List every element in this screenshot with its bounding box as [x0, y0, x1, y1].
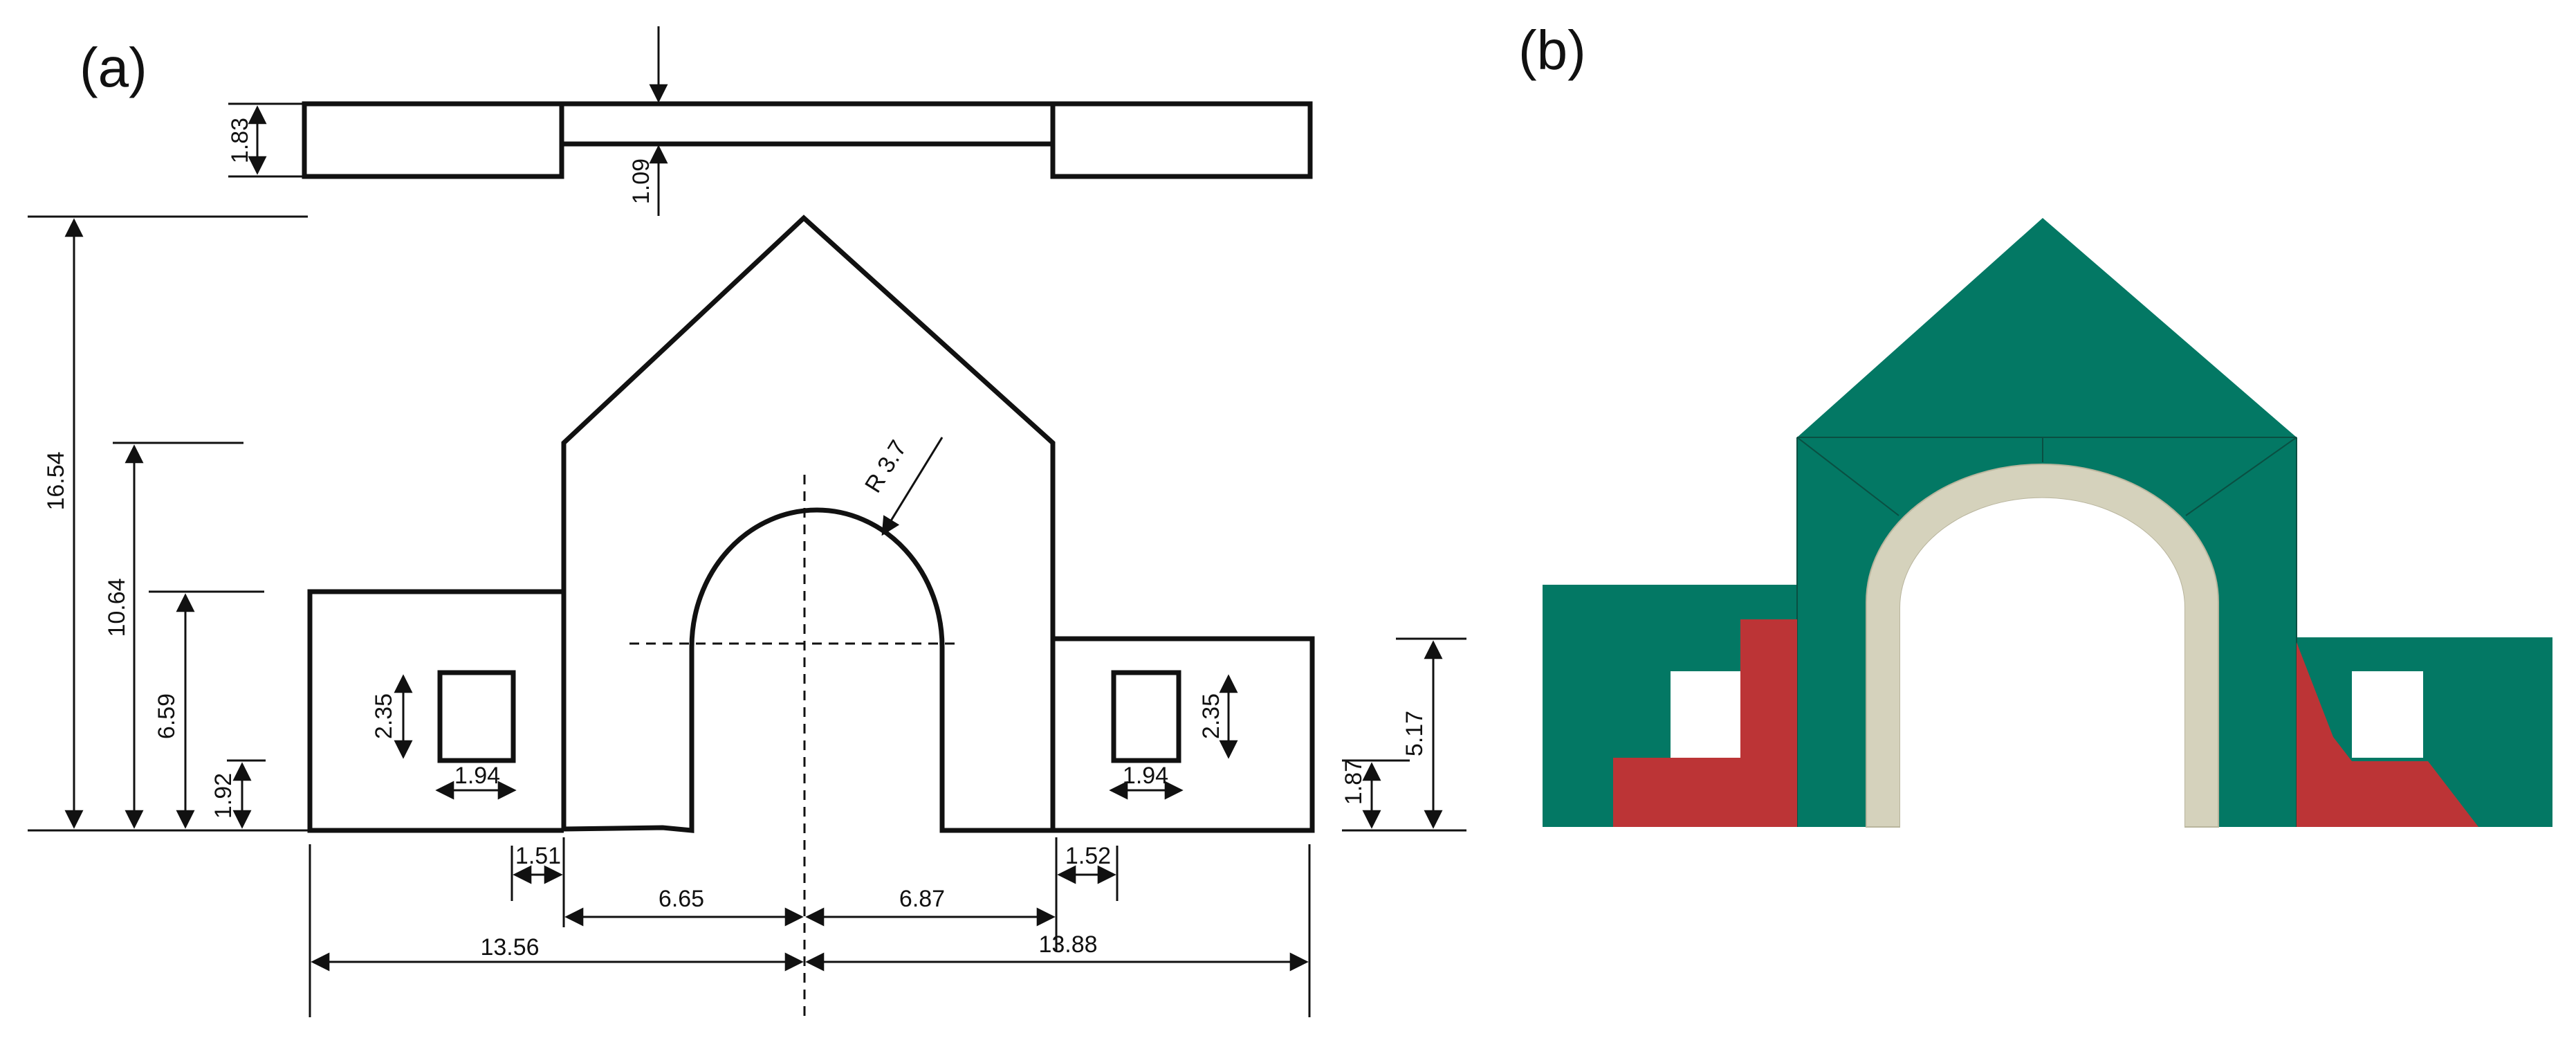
dim-center-halves: 6.65 6.87 — [564, 886, 1056, 927]
dim-left-wing-height: 6.59 — [149, 590, 264, 829]
svg-text:1.52: 1.52 — [1065, 843, 1111, 869]
svg-text:2.35: 2.35 — [371, 693, 397, 739]
dim-plan-thickness: 1.83 — [227, 102, 304, 178]
svg-text:R 3.7: R 3.7 — [860, 436, 912, 498]
svg-text:1.09: 1.09 — [628, 158, 654, 204]
dim-arch-radius: R 3.7 — [860, 436, 944, 536]
dim-shoulder-height: 10.64 — [104, 441, 243, 829]
svg-text:1.94: 1.94 — [1123, 763, 1168, 789]
left-wing-outline — [307, 589, 564, 833]
dim-totals: 13.56 13.88 — [309, 844, 1311, 1017]
plan-right-block — [1050, 101, 1313, 179]
colored-model — [1543, 218, 2552, 830]
left-window — [437, 670, 516, 763]
central-body-outline — [561, 215, 1056, 833]
right-window — [1111, 670, 1181, 763]
panel-b: (b) — [1518, 19, 2552, 830]
plan-left-block — [302, 101, 564, 179]
dim-plan-center-thickness: 1.09 — [628, 26, 668, 216]
dim-right-wing-height: 5.17 — [1396, 637, 1466, 829]
svg-text:6.65: 6.65 — [659, 886, 704, 912]
dim-right-sill-height: 1.87 — [1341, 759, 1466, 832]
panel-a: (a) 1.83 1.09 — [28, 26, 1466, 1021]
svg-text:1.51: 1.51 — [515, 843, 561, 869]
right-window-opening — [2352, 671, 2423, 758]
plan-center-slab — [559, 101, 1056, 147]
svg-text:2.35: 2.35 — [1198, 693, 1224, 739]
svg-text:1.92: 1.92 — [210, 773, 237, 819]
svg-text:13.88: 13.88 — [1038, 931, 1097, 958]
svg-text:1.94: 1.94 — [454, 763, 500, 789]
svg-text:10.64: 10.64 — [104, 578, 130, 637]
dim-left-sill-height: 1.92 — [210, 759, 266, 829]
svg-text:16.54: 16.54 — [43, 451, 69, 510]
arch-opening — [1900, 498, 2184, 830]
panel-b-label: (b) — [1518, 19, 1586, 81]
dim-right-pier-width: 1.52 — [1055, 837, 1119, 952]
svg-text:1.87: 1.87 — [1341, 759, 1367, 805]
damage-right — [2297, 642, 2478, 827]
svg-text:1.83: 1.83 — [227, 118, 253, 163]
dim-left-pier-width: 1.51 — [510, 837, 565, 927]
svg-text:6.59: 6.59 — [154, 693, 180, 739]
dim-left-window: 2.35 1.94 — [371, 674, 517, 800]
svg-text:5.17: 5.17 — [1401, 711, 1428, 756]
panel-a-label: (a) — [80, 37, 147, 98]
dim-right-window: 2.35 1.94 — [1109, 674, 1238, 800]
front-elevation: R 3.7 16.54 10.64 6.59 — [28, 215, 1466, 1021]
dim-overall-height: 16.54 — [28, 215, 310, 832]
svg-text:6.87: 6.87 — [899, 886, 945, 912]
left-window-opening — [1671, 671, 1740, 758]
right-wing-outline — [1053, 636, 1315, 833]
damage-left — [1613, 619, 1797, 827]
svg-text:13.56: 13.56 — [480, 934, 539, 960]
plan-view: 1.83 1.09 — [227, 26, 1313, 216]
